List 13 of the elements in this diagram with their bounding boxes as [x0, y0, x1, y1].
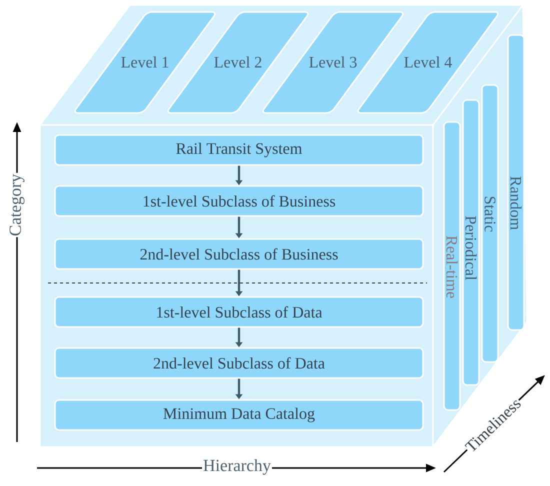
level-panel: Level 3: [262, 11, 404, 114]
category-box: 2nd-level Subclass of Data: [54, 347, 424, 379]
timeliness-bar: Real-time: [443, 121, 461, 411]
category-box: 2nd-level Subclass of Business: [54, 238, 424, 270]
level-panel: Level 2: [167, 11, 309, 114]
level-panel: Level 4: [357, 11, 499, 114]
timeliness-bar: Random: [507, 34, 525, 331]
category-box: 1st-level Subclass of Business: [54, 185, 424, 217]
category-box: Minimum Data Catalog: [54, 399, 424, 431]
category-box: 1st-level Subclass of Data: [54, 296, 424, 328]
category-box: Rail Transit System: [54, 134, 424, 166]
timeliness-bar: Static: [481, 84, 499, 363]
timeliness-bar: Periodical: [462, 99, 480, 386]
